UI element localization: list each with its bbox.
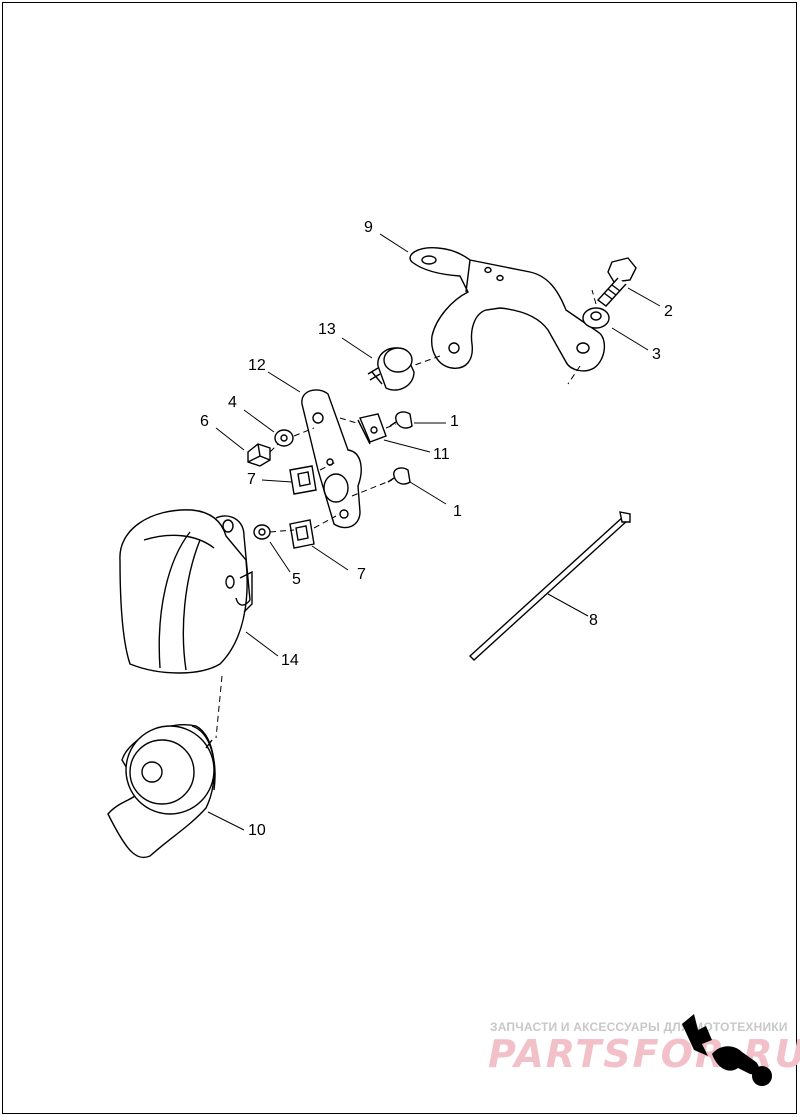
leader-lines [207,233,661,831]
part-3-washer [582,307,610,329]
part-11-clip [357,413,387,445]
part-1-screw-upper [389,411,413,429]
callout-7-lower: 7 [357,566,366,583]
callout-3: 3 [652,346,661,363]
watermark-logo-icon [682,1014,772,1086]
callout-14: 14 [281,652,299,669]
part-5-lock-washer [253,524,271,540]
part-4-washer [274,429,294,447]
callout-11: 11 [433,446,450,463]
callout-5: 5 [292,571,301,588]
callout-12: 12 [248,357,266,374]
part-8-cable-strap [468,511,631,661]
part-7-clip-nut-upper [289,465,317,495]
callout-1-upper: 1 [450,413,459,430]
part-14-horn-cover [119,509,253,674]
part-7-clip-nut-lower [289,519,315,549]
part-1-screw-lower [387,467,411,485]
callout-4: 4 [228,394,237,411]
part-9-mounting-bracket [409,247,605,372]
assembly-lines [215,289,597,739]
callout-13: 13 [318,321,336,338]
part-12-horn-plate [301,389,362,529]
callout-7-upper: 7 [247,471,256,488]
callout-8: 8 [589,612,598,629]
callout-2: 2 [664,303,673,320]
part-10-horn [107,724,216,859]
part-13-spacer [367,347,415,391]
callout-9: 9 [364,219,373,236]
part-2-bolt [596,257,637,307]
callout-10: 10 [248,822,266,839]
callout-1-lower: 1 [453,503,462,520]
part-6-nut [247,443,271,467]
watermark-tagline: ЗАПЧАСТИ И АКСЕССУАРЫ ДЛЯ МОТОТЕХНИКИ [490,1020,788,1034]
callout-6: 6 [200,413,209,430]
